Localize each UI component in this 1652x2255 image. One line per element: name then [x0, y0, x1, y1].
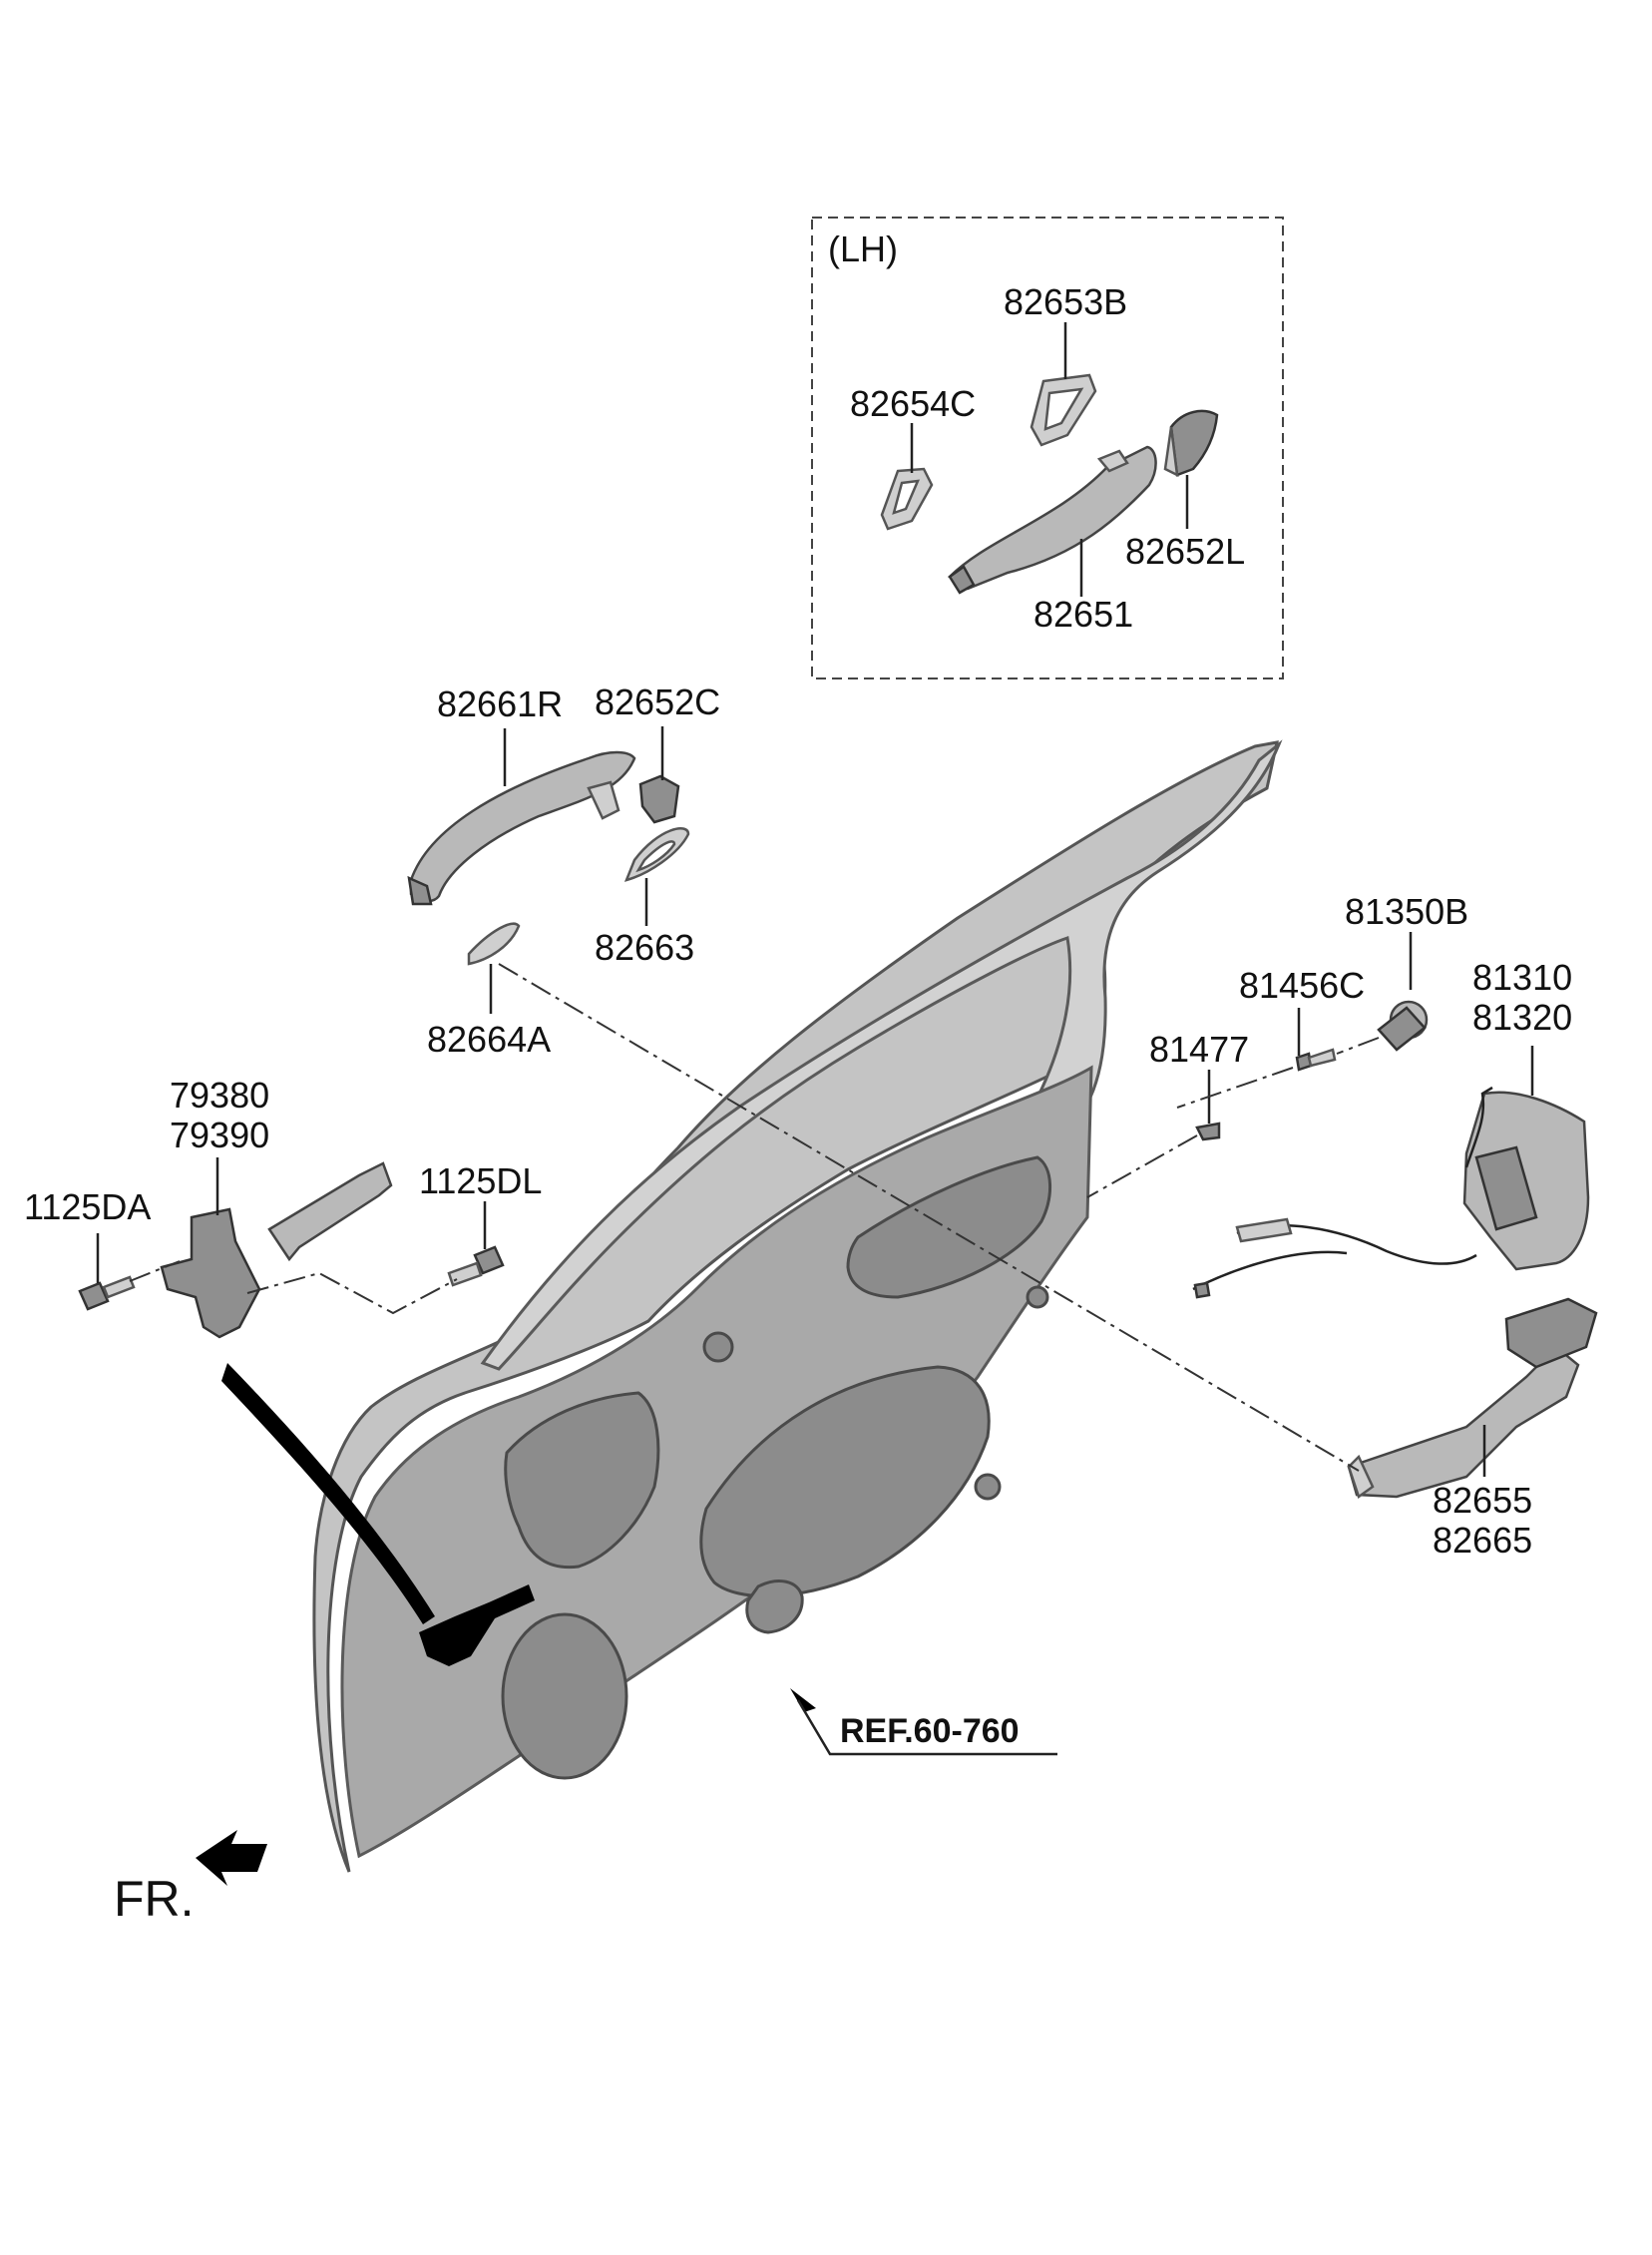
part-82652C: 82652C — [595, 681, 720, 824]
label-82664A: 82664A — [427, 1019, 551, 1060]
part-81456C: 81456C — [1239, 965, 1365, 1072]
part-cable-rod — [1192, 1250, 1348, 1299]
label-82651: 82651 — [1033, 594, 1133, 635]
label-82665: 82665 — [1433, 1520, 1532, 1561]
label-1125DL: 1125DL — [419, 1160, 542, 1201]
label-1125DA: 1125DA — [24, 1186, 151, 1227]
label-82652C: 82652C — [595, 681, 720, 722]
front-label: FR. — [114, 1871, 195, 1927]
lh-group: (LH) — [811, 217, 1284, 679]
label-82663: 82663 — [595, 927, 694, 968]
part-82652L: 82652L — [1125, 409, 1245, 572]
assembly-lines — [129, 963, 1380, 1472]
part-1125DL: 1125DL — [419, 1160, 542, 1287]
label-81320: 81320 — [1472, 997, 1572, 1038]
callout-swoosh — [221, 1363, 535, 1666]
lh-group-title: (LH) — [828, 228, 898, 269]
part-82661R: 82661R — [407, 683, 636, 906]
part-81350B: 81350B — [1345, 891, 1468, 1052]
part-82651: 82651 — [948, 445, 1157, 635]
front-arrow-icon — [196, 1830, 267, 1886]
label-82652L: 82652L — [1125, 531, 1245, 572]
label-81477: 81477 — [1149, 1029, 1249, 1070]
part-82654C: 82654C — [850, 383, 976, 531]
part-82664A: 82664A — [427, 922, 551, 1060]
part-82655-82665: 82655 82665 — [1347, 1297, 1598, 1561]
part-82663: 82663 — [595, 827, 694, 968]
part-1125DA: 1125DA — [24, 1186, 151, 1311]
lh-group-frame — [811, 217, 1284, 679]
door-panel — [312, 739, 1283, 1873]
label-79380: 79380 — [170, 1075, 269, 1116]
reference-label: REF.60-760 — [840, 1712, 1020, 1750]
label-82655: 82655 — [1433, 1480, 1532, 1521]
part-81477: 81477 — [1149, 1029, 1249, 1141]
reference-callout: REF.60-760 — [790, 1688, 1057, 1756]
label-82653B: 82653B — [1004, 281, 1127, 322]
label-79390: 79390 — [170, 1115, 269, 1155]
part-79380-79390: 79380 79390 — [160, 1075, 393, 1339]
part-82653B: 82653B — [1004, 281, 1127, 447]
label-81456C: 81456C — [1239, 965, 1365, 1006]
part-81310-81320: 81310 81320 — [1235, 957, 1590, 1271]
label-82661R: 82661R — [437, 683, 563, 724]
label-82654C: 82654C — [850, 383, 976, 424]
front-indicator: FR. — [114, 1830, 267, 1927]
label-81350B: 81350B — [1345, 891, 1468, 932]
label-81310: 81310 — [1472, 957, 1572, 998]
